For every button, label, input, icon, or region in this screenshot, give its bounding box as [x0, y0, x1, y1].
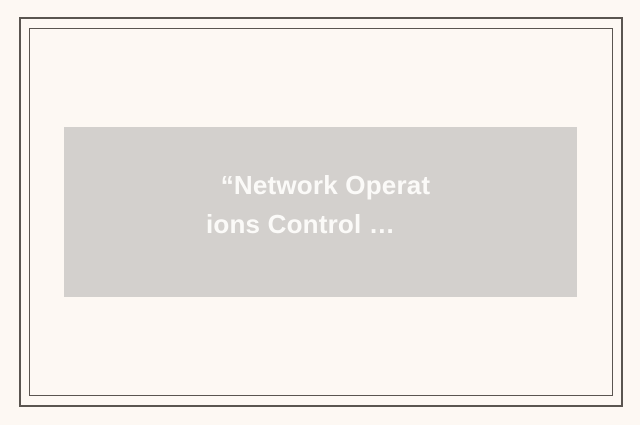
placeholder-caption-line-2: ions Control …: [205, 209, 396, 239]
image-placeholder: “Network Operat ions Control …: [64, 127, 577, 297]
inner-frame: [29, 28, 613, 396]
outer-frame: [19, 17, 623, 407]
placeholder-caption-line-1: “Network Operat: [220, 170, 431, 200]
